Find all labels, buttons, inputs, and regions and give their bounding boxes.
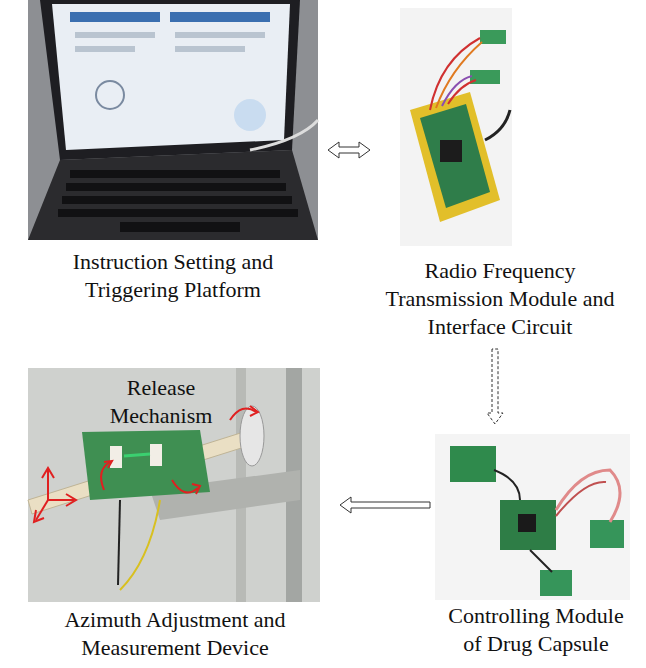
panel-caption: Azimuth Adjustment and Measurement Devic… [20,606,330,662]
azimuth-device-photo-part [47,470,49,500]
controlling-module-photo-part [590,520,624,548]
azimuth-device-photo-part [34,510,44,522]
laptop-photo-part [28,150,318,240]
laptop-photo-part [28,0,318,240]
azimuth-device-photo-part [104,461,112,468]
azimuth-device-photo-part [192,484,200,494]
rf-module-photo-part [448,80,476,104]
laptop-photo-part [175,46,245,52]
rf-module-photo-part [410,92,500,222]
laptop-photo-part [70,12,160,22]
rf-module-photo-part [436,42,482,108]
photo-area [28,0,318,248]
rf-module-photo [400,8,512,246]
rf-module-photo-part [470,70,500,84]
part-label: Release Mechanism [96,374,226,430]
laptop-photo-part [58,170,298,232]
controlling-module-photo-part [530,550,552,572]
rf-module-photo-part [440,140,462,162]
laptop-photo-part [120,222,240,232]
laptop-photo-part [62,196,292,204]
azimuth-device-photo-part [42,468,54,478]
panel-caption: Instruction Setting and Triggering Platf… [28,248,318,304]
azimuth-device-photo-part [240,406,264,466]
hollow-arrow [487,349,503,424]
azimuth-device-photo-part [124,454,150,456]
controlling-module-photo-part [494,470,520,500]
photo-panel: Radio Frequency Transmission Module and … [380,5,620,341]
laptop-photo-part [234,99,266,131]
azimuth-device-photo-part [250,406,258,416]
photo-area [380,5,620,257]
rf-module-photo-part [400,8,512,246]
laptop-photo-part [58,209,298,217]
photo-panel: Instruction Setting and Triggering Platf… [28,0,318,304]
laptop-photo-part [96,81,124,109]
laptop-photo-part [75,32,155,38]
azimuth-device-photo-part [36,500,48,520]
laptop-photo-part [250,120,318,150]
controlling-module-photo-part [556,470,620,522]
azimuth-device-photo-part [48,499,74,501]
controlling-module-photo-part [435,434,630,600]
laptop-photo [28,0,318,240]
azimuth-device-photo-part [110,446,122,468]
controlling-module-photo-part [556,482,606,516]
panel-caption: Controlling Module of Drug Capsule [440,602,632,658]
controlling-module-photo-part [540,570,572,596]
laptop-photo-part [40,0,300,160]
laptop-photo-part [70,170,280,178]
azimuth-device-photo-part [28,368,320,602]
azimuth-device-photo-part [28,430,254,514]
controlling-module-photo-part [518,514,536,532]
laptop-photo-part [170,12,270,22]
laptop-photo-part [75,46,135,52]
hollow-arrow [340,497,430,513]
rf-module-photo-part [430,38,480,110]
rf-module-photo-part [485,110,510,140]
laptop-photo-part [175,32,265,38]
hollow-arrow [328,142,370,158]
azimuth-device-photo-part [66,494,76,506]
controlling-module-photo [435,434,630,600]
controlling-module-photo-part [500,500,556,550]
rf-module-photo-part [480,30,506,44]
azimuth-device-photo-part [172,480,198,493]
laptop-photo-part [52,4,290,150]
photo-area [440,432,632,602]
azimuth-device-photo [28,368,320,602]
controlling-module-photo-part [450,446,496,482]
panel-caption: Radio Frequency Transmission Module and … [380,257,620,341]
photo-panel: Controlling Module of Drug Capsule [440,432,632,658]
rf-module-photo-part [420,104,490,208]
laptop-photo-part [66,183,286,191]
azimuth-device-photo-part [118,500,120,585]
azimuth-device-photo-part [82,430,210,500]
azimuth-device-photo-part [150,444,162,466]
azimuth-device-photo-part [120,500,160,590]
